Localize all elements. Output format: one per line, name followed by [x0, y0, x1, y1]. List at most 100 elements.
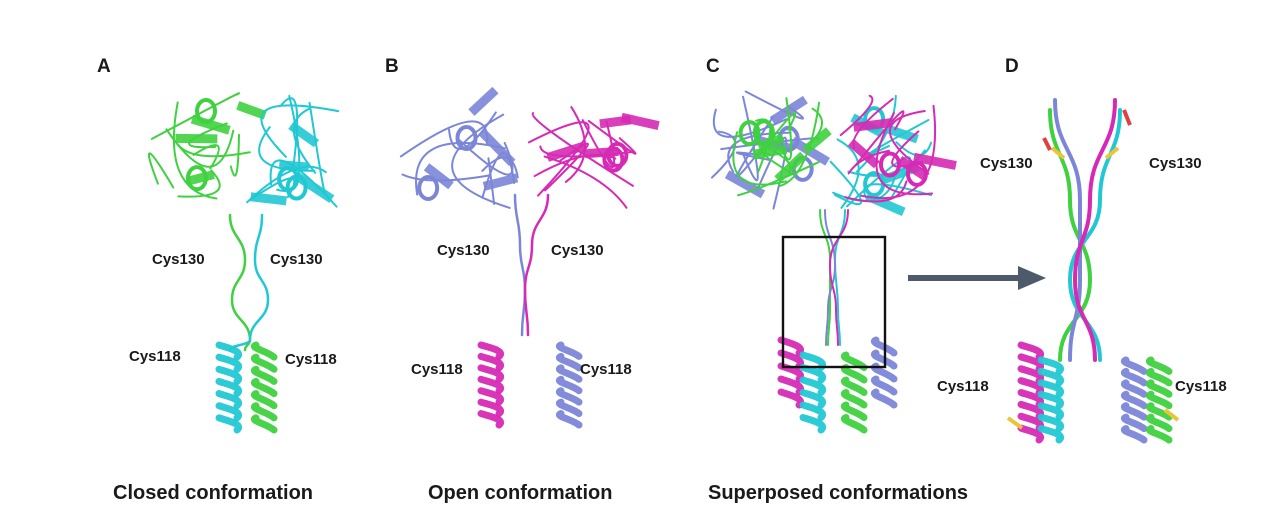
d-cyan-helix — [1037, 356, 1065, 444]
label-d-cys118-left: Cys118 — [937, 378, 989, 395]
disulfide-stick — [1104, 146, 1120, 160]
panel-label-d: D — [1005, 56, 1019, 77]
helix-turn — [1120, 390, 1148, 410]
cys118-stick — [1006, 416, 1024, 430]
green-helix — [250, 341, 278, 434]
cyan-head-domain — [246, 94, 340, 208]
beta-strand — [774, 151, 807, 183]
helix-turn — [1120, 356, 1148, 375]
label-a-cys130-left: Cys130 — [152, 251, 205, 268]
cyan-helix — [215, 341, 243, 434]
helix-turn — [215, 390, 243, 410]
helix-turn — [215, 365, 243, 385]
lavender-head-domain — [399, 86, 519, 209]
caption-c: Superposed conformations — [708, 482, 969, 504]
helix-turn — [250, 402, 278, 422]
loop — [744, 90, 804, 120]
beta-strand — [423, 163, 454, 190]
loop — [176, 143, 251, 158]
helix-turn — [1037, 413, 1065, 433]
helix-turn — [1120, 402, 1148, 421]
helix-turn — [477, 364, 505, 383]
panel-c-superposed-structure — [710, 90, 957, 434]
beta-strand — [853, 118, 893, 132]
helix-turn — [1120, 425, 1148, 444]
helix-turn — [1037, 425, 1065, 444]
helix-turn — [555, 410, 583, 429]
lavender-helix — [555, 341, 583, 429]
label-b-cys118-left: Cys118 — [411, 361, 463, 378]
coil — [195, 98, 218, 125]
helix-turn — [215, 377, 243, 398]
helix-turn — [1145, 413, 1173, 433]
helix-turn — [477, 398, 505, 418]
loop — [260, 104, 340, 158]
helix-turn — [1037, 367, 1065, 387]
helix-turn — [1017, 353, 1045, 373]
beta-strand — [278, 160, 310, 172]
beta-strand — [599, 115, 632, 129]
label-b-cys130-right: Cys130 — [551, 242, 604, 259]
helix-turn — [250, 341, 278, 361]
c-magenta-head — [839, 94, 957, 203]
label-b-cys130-left: Cys130 — [437, 242, 490, 259]
loop — [487, 157, 496, 205]
helix-turn — [477, 410, 505, 429]
helix-turn — [250, 377, 278, 398]
helix-turn — [555, 375, 583, 395]
label-d-cys130-left: Cys130 — [980, 155, 1033, 172]
helix-turn — [840, 389, 868, 409]
beta-strand — [190, 114, 231, 135]
beta-strand — [752, 145, 788, 159]
d-lavender-stalk — [1053, 98, 1083, 362]
helix-turn — [870, 375, 898, 396]
helix-turn — [555, 352, 583, 372]
coil — [738, 120, 761, 147]
disulfide-stick — [1050, 146, 1066, 160]
helix-turn — [1017, 424, 1045, 444]
loop — [192, 144, 220, 170]
helix-turn — [477, 352, 505, 372]
panel-label-a: A — [97, 56, 111, 77]
helix-turn — [799, 389, 827, 409]
loop — [229, 133, 240, 177]
coil — [602, 146, 625, 173]
beta-strand — [913, 152, 957, 170]
helix-turn — [1145, 390, 1173, 410]
coil — [185, 165, 208, 192]
loop — [527, 121, 590, 197]
oxygen-stick — [1122, 109, 1132, 126]
cys118-stick — [1163, 408, 1180, 422]
panel-b-open-structure — [399, 86, 660, 429]
label-a-cys118-left: Cys118 — [129, 348, 181, 365]
loop — [147, 152, 175, 189]
label-d-cys118-right: Cys118 — [1175, 378, 1227, 395]
lavender-stalk — [513, 193, 527, 337]
loop — [150, 92, 240, 140]
oxygen-stick — [1042, 137, 1052, 151]
helix-turn — [555, 387, 583, 406]
helix-turn — [840, 401, 868, 421]
helix-turn — [799, 376, 827, 396]
loop — [581, 119, 616, 169]
helix-turn — [215, 414, 243, 434]
beta-strand — [847, 138, 880, 169]
green-stalk — [228, 213, 252, 352]
beta-strand — [897, 155, 928, 180]
helix-turn — [1037, 402, 1065, 421]
d-magenta-stalk — [1072, 98, 1117, 362]
helix-turn — [215, 353, 243, 373]
helix-turn — [1017, 341, 1045, 361]
loop — [177, 169, 221, 198]
loop — [863, 183, 932, 201]
c-cyan-helix — [799, 351, 827, 434]
coil — [417, 174, 440, 201]
helix-turn — [1145, 356, 1173, 375]
beta-strand — [288, 121, 320, 148]
helix-turn — [840, 414, 868, 434]
beta-strand — [478, 128, 516, 166]
d-green-helix — [1145, 356, 1173, 444]
panel-label-b: B — [385, 56, 399, 77]
cyan-stalk — [228, 213, 270, 352]
helix-turn — [215, 402, 243, 422]
